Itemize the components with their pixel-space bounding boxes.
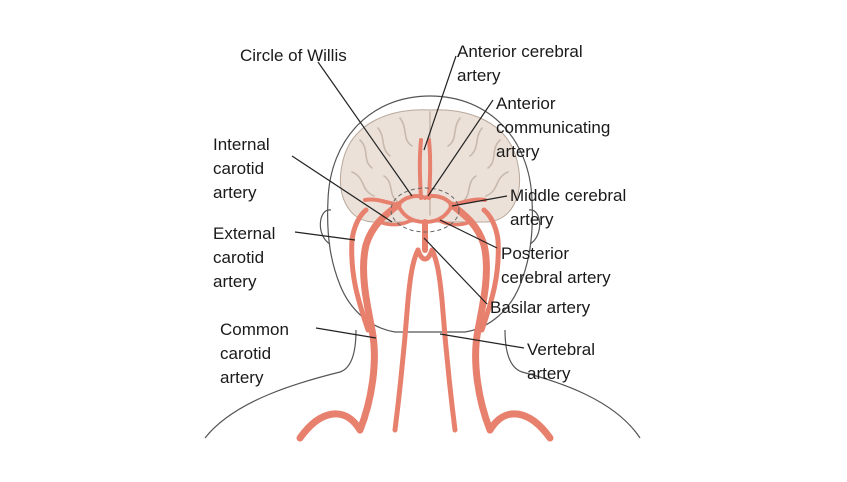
label-basilar-artery: Basilar artery [490, 298, 591, 317]
label-vertebral-artery: Vertebral artery [527, 340, 596, 383]
circle-of-willis-marker [390, 187, 460, 233]
right-ear [528, 209, 541, 245]
leader-lines [291, 55, 525, 349]
label-middle-cerebral-artery: Middle cerebral artery [510, 186, 627, 229]
label-external-carotid-artery: External carotid artery [213, 224, 276, 291]
label-circle-of-willis: Circle of Willis [240, 46, 347, 65]
label-anterior-cerebral-artery: Anterior cerebral artery [457, 42, 583, 85]
label-anterior-communicating-artery: Anterior communicating artery [496, 94, 611, 161]
label-common-carotid-artery: Common carotid artery [220, 320, 289, 387]
body-outline [204, 329, 641, 439]
left-ear [319, 209, 332, 245]
label-internal-carotid-artery: Internal carotid artery [213, 135, 270, 202]
label-posterior-cerebral-artery: Posterior cerebral artery [501, 244, 611, 287]
